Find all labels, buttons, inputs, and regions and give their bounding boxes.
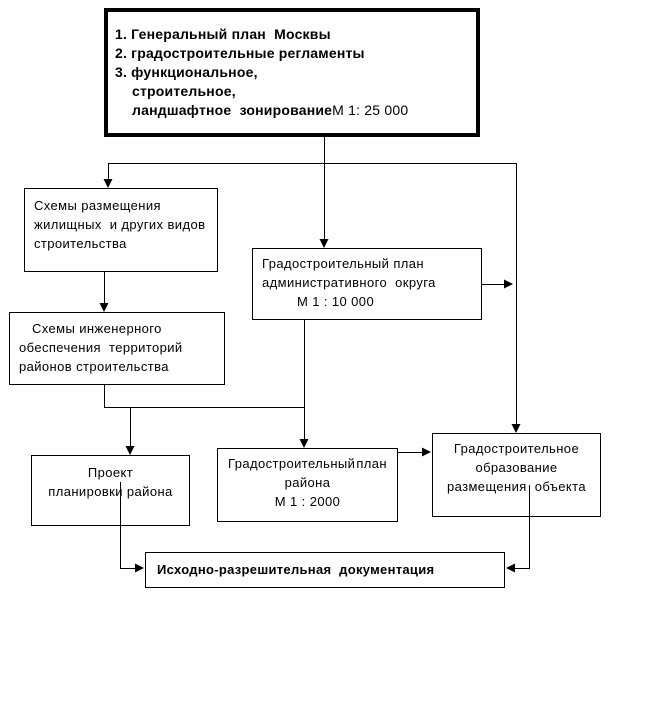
- district-plan-word-right: план: [356, 456, 387, 471]
- admin-line-2: административного округа: [262, 275, 436, 290]
- general-plan-item-3b: строительное,: [132, 83, 236, 99]
- box-admin-district-plan: Градостроительный план административного…: [252, 248, 482, 320]
- box-placement-schemes: Схемы размещения жилищных и других видов…: [24, 188, 218, 272]
- general-plan-item-3: 3. функциональное,: [115, 64, 258, 80]
- placement-line-1: Схемы размещения: [34, 198, 161, 213]
- box-urban-formation: Градостроительное образование размещения…: [432, 433, 601, 517]
- general-plan-item-3c: ландшафтное зонированиеМ 1: 25 000: [132, 101, 476, 120]
- scale-25000-label: М 1: 25 000: [332, 102, 409, 118]
- placement-line-3: строительства: [34, 236, 127, 251]
- box-general-plan: 1. Генеральный план Москвы 2. градострои…: [104, 8, 480, 137]
- formation-line-3: размещения объекта: [447, 479, 586, 494]
- arrowhead-admin-right: [504, 279, 513, 289]
- arrowhead-to-district: [299, 439, 309, 448]
- general-plan-item-1: 1. Генеральный план Москвы: [115, 26, 331, 42]
- arrowhead-to-engineering: [99, 303, 109, 312]
- admin-line-1: Градостроительный план: [262, 256, 424, 271]
- scale-10000-label: М 1 : 10 000: [297, 294, 375, 309]
- district-plan-word-left: Градостроительный: [228, 456, 356, 471]
- docs-label: Исходно-разрешительная документация: [157, 562, 435, 577]
- project-line-2: планировки района: [48, 484, 173, 499]
- arrowhead-to-admin: [319, 239, 329, 248]
- box-engineering-schemes: Схемы инженерного обеспечения территорий…: [9, 312, 225, 385]
- box-district-project: Проект планировки района: [31, 455, 190, 526]
- box-source-permit-docs: Исходно-разрешительная документация: [145, 552, 505, 588]
- arrowhead-to-formation-top: [511, 424, 521, 433]
- project-line-1: Проект: [87, 465, 134, 480]
- district-plan-line-2: района: [284, 475, 331, 490]
- arrowhead-docs-right: [506, 563, 515, 573]
- formation-line-1: Градостроительное: [453, 441, 580, 456]
- zoning-label: ландшафтное зонирование: [132, 102, 333, 118]
- arrowhead-docs-left: [135, 563, 144, 573]
- arrowhead-to-project: [125, 446, 135, 455]
- formation-line-2: образование: [475, 460, 558, 475]
- engineering-line-2: обеспечения территорий: [19, 340, 183, 355]
- arrowhead-district-right: [422, 447, 431, 457]
- scale-2000-label: М 1 : 2000: [274, 494, 341, 509]
- engineering-line-3: районов строительства: [19, 359, 169, 374]
- general-plan-item-2: 2. градостроительные регламенты: [115, 45, 365, 61]
- placement-line-2: жилищных и других видов: [34, 217, 206, 232]
- arrowhead-to-placement: [103, 179, 113, 188]
- engineering-line-1: Схемы инженерного: [32, 321, 162, 336]
